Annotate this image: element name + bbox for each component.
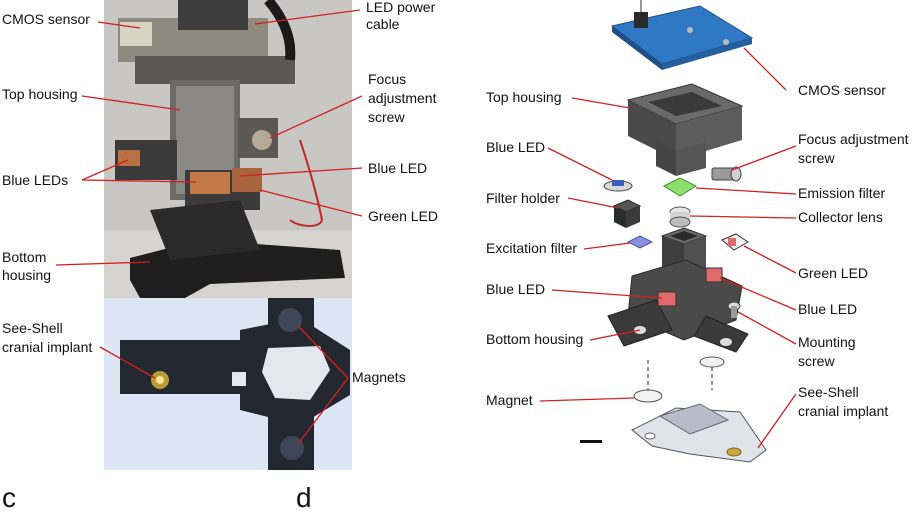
label-d-emission-filter: Emission filter xyxy=(798,185,885,201)
scale-bar-d xyxy=(580,440,602,443)
green-led-part xyxy=(721,233,749,251)
label-d-blue-led-right: Blue LED xyxy=(798,301,857,317)
label-c-see-shell-2: cranial implant xyxy=(2,339,92,355)
emission-filter-part xyxy=(662,177,698,197)
label-c-blue-led: Blue LED xyxy=(368,160,427,176)
label-c-focus-screw-3: screw xyxy=(368,109,405,125)
label-c-bottom-housing-2: housing xyxy=(2,267,51,283)
label-d-see-shell-2: cranial implant xyxy=(798,403,888,419)
see-shell-implant-photo xyxy=(120,298,350,470)
label-d-mounting-screw-2: screw xyxy=(798,353,835,369)
label-d-see-shell-1: See-Shell xyxy=(798,384,859,400)
blue-led-top-part xyxy=(603,180,633,192)
label-c-top-housing: Top housing xyxy=(2,86,78,102)
label-c-focus-screw-2: adjustment xyxy=(368,90,437,106)
magnet-photo-bottom xyxy=(280,436,304,460)
bottom-housing-part xyxy=(607,227,749,353)
see-shell-implant-part xyxy=(631,403,767,463)
assembly-axes xyxy=(647,360,713,390)
label-c-led-power-cable-2: cable xyxy=(366,16,400,32)
label-d-focus-screw-2: screw xyxy=(798,150,835,166)
label-d-collector-lens: Collector lens xyxy=(798,209,883,225)
label-d-green-led: Green LED xyxy=(798,265,868,281)
focus-screw-part xyxy=(711,166,742,182)
labels-c: CMOS sensor LED power cable Top housing … xyxy=(2,0,438,513)
cmos-sensor-part xyxy=(610,0,754,70)
mounting-screw-part xyxy=(727,301,741,318)
panel-letter-c: c xyxy=(2,482,16,513)
panel-letter-d: d xyxy=(296,482,312,513)
magnet-part-left xyxy=(633,389,663,403)
label-d-mounting-screw-1: Mounting xyxy=(798,334,856,350)
collector-lens-part xyxy=(669,206,691,228)
labels-d: CMOS sensor Top housing Blue LED Focus a… xyxy=(296,82,909,513)
cmos-board-photo xyxy=(118,0,295,84)
label-d-magnet: Magnet xyxy=(486,392,533,408)
magnet-parts xyxy=(633,356,725,403)
label-c-led-power-cable-1: LED power xyxy=(366,0,436,15)
label-d-excitation-filter: Excitation filter xyxy=(486,240,577,256)
filter-holder-part xyxy=(612,199,642,228)
label-d-focus-screw-1: Focus adjustment xyxy=(798,131,909,147)
label-c-focus-screw-1: Focus xyxy=(368,71,406,87)
label-d-filter-holder: Filter holder xyxy=(486,190,560,206)
excitation-filter-part xyxy=(626,235,654,249)
leader-lines-d xyxy=(539,47,797,449)
panel-c: CMOS sensor LED power cable Top housing … xyxy=(2,0,438,513)
label-d-cmos-sensor: CMOS sensor xyxy=(798,82,886,98)
label-c-cmos-sensor: CMOS sensor xyxy=(2,11,90,27)
panel-d: CMOS sensor Top housing Blue LED Focus a… xyxy=(296,0,909,513)
leader-lines-c xyxy=(55,9,363,445)
label-c-blue-leds: Blue LEDs xyxy=(2,172,68,188)
label-c-green-led: Green LED xyxy=(368,208,438,224)
top-housing-part xyxy=(626,83,744,176)
label-d-blue-led-top: Blue LED xyxy=(486,139,545,155)
label-c-magnets: Magnets xyxy=(352,369,406,385)
label-d-blue-led-left: Blue LED xyxy=(486,281,545,297)
label-d-bottom-housing: Bottom housing xyxy=(486,331,583,347)
magnet-photo-top xyxy=(278,308,302,332)
label-c-see-shell-1: See-Shell xyxy=(2,320,63,336)
label-d-top-housing: Top housing xyxy=(486,89,562,105)
label-c-bottom-housing-1: Bottom xyxy=(2,249,46,265)
magnet-part-right xyxy=(699,356,725,368)
